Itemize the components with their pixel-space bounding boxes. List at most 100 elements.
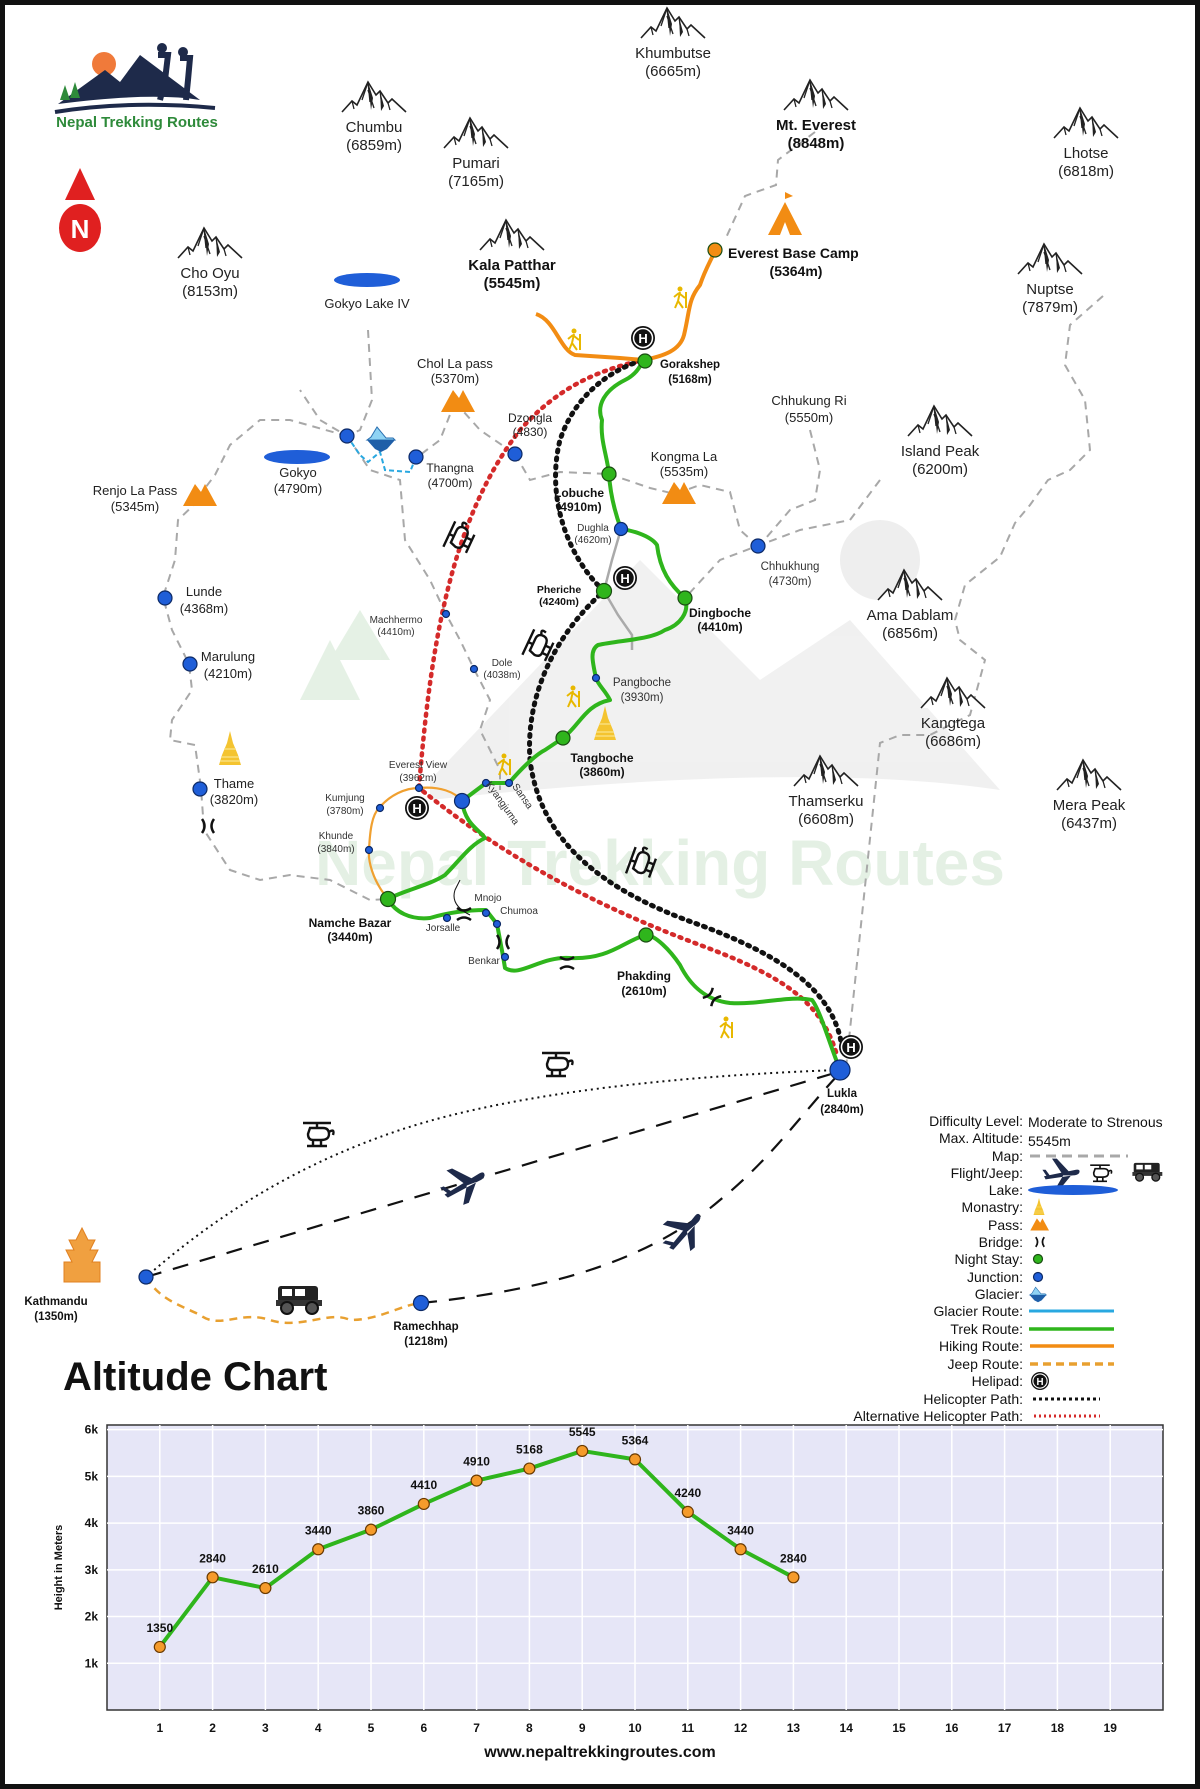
data-label: 2610 — [252, 1562, 279, 1576]
thame-marker[interactable] — [192, 781, 208, 797]
data-label: 5168 — [516, 1443, 543, 1457]
chhukhung-marker[interactable] — [750, 538, 766, 554]
junction-icon — [1032, 1271, 1044, 1283]
chhukhung-alt: (4730m) — [769, 576, 812, 588]
data-label: 3440 — [727, 1523, 754, 1537]
everest-view-alt: (3962m) — [399, 773, 436, 784]
dughla-marker[interactable] — [613, 521, 629, 537]
lukla-marker[interactable] — [829, 1059, 851, 1081]
data-point[interactable] — [470, 1474, 483, 1487]
peak-name: Ama Dablam — [867, 607, 954, 624]
peak: Island Peak(6200m) — [901, 405, 980, 478]
north-arrow: N — [59, 168, 101, 252]
dzongla-alt: (4830) — [513, 425, 548, 439]
peak-altitude: (6608m) — [798, 811, 854, 828]
peak-name: Cho Oyu — [180, 265, 239, 282]
x-tick-label: 16 — [945, 1721, 959, 1735]
data-point[interactable] — [734, 1543, 747, 1556]
everest-view-marker[interactable] — [414, 783, 424, 793]
peak: Nuptse(7879m) — [1017, 243, 1083, 316]
junction-marker[interactable] — [453, 792, 471, 810]
data-point[interactable] — [153, 1640, 166, 1654]
dingboche-alt: (4410m) — [697, 620, 742, 634]
data-label: 2840 — [199, 1551, 226, 1565]
peak: Mt. Everest(8848m) — [776, 79, 856, 152]
mnojo-marker[interactable] — [481, 908, 491, 918]
ebc-marker[interactable] — [707, 242, 723, 258]
tent-icon — [768, 192, 802, 235]
x-tick-label: 1 — [156, 1721, 163, 1735]
thangna-marker[interactable] — [408, 449, 424, 465]
gorakshep-marker[interactable] — [637, 353, 653, 369]
legend-row: Alternative Helicopter Path: — [853, 1408, 1100, 1424]
peak-name: Nuptse — [1026, 281, 1074, 298]
namche-marker[interactable] — [379, 890, 397, 908]
legend-label: Junction: — [967, 1269, 1023, 1285]
data-point[interactable] — [787, 1571, 800, 1584]
data-point[interactable] — [576, 1444, 589, 1458]
benkar-marker[interactable] — [500, 952, 510, 962]
tangboche-label: Tangboche — [570, 751, 633, 765]
khunde-marker[interactable] — [364, 845, 374, 855]
pangboche-alt: (3930m) — [621, 692, 664, 704]
data-point[interactable] — [681, 1505, 694, 1519]
peak: Mera Peak(6437m) — [1053, 759, 1126, 832]
data-label: 4240 — [674, 1486, 701, 1500]
helipad-icon — [612, 565, 638, 591]
x-tick-label: 13 — [787, 1721, 801, 1735]
data-point[interactable] — [206, 1571, 219, 1584]
tangboche-marker[interactable] — [555, 730, 571, 746]
legend-label: Map: — [992, 1148, 1023, 1164]
lunde-marker[interactable] — [157, 590, 173, 606]
chart-title: Altitude Chart — [63, 1355, 327, 1399]
phakding-marker[interactable] — [638, 927, 654, 943]
brand-name: Nepal Trekking Routes — [56, 114, 218, 131]
legend-row: Map: — [992, 1148, 1128, 1164]
places: Everest Base Camp (5364m) Gorakshep (516… — [24, 242, 864, 1348]
kumjung-marker[interactable] — [375, 803, 385, 813]
peak-altitude: (6437m) — [1061, 815, 1117, 832]
jorsalle-marker[interactable] — [442, 913, 452, 923]
data-point[interactable] — [364, 1523, 378, 1536]
chumoa-marker[interactable] — [492, 919, 502, 929]
dzongla-marker[interactable] — [507, 446, 523, 462]
legend-row: Trek Route: — [950, 1321, 1114, 1337]
kyangjuma-marker[interactable] — [481, 778, 491, 788]
helicopter-flight-path — [145, 1069, 839, 1278]
data-point[interactable] — [312, 1543, 325, 1556]
x-tick-label: 10 — [628, 1721, 642, 1735]
pangboche-marker[interactable] — [591, 673, 601, 683]
footer-url[interactable]: www.nepaltrekkingroutes.com — [483, 1744, 715, 1761]
kathmandu-marker[interactable] — [138, 1269, 154, 1285]
dingboche-marker[interactable] — [677, 590, 693, 606]
marulung-marker[interactable] — [182, 656, 198, 672]
dole-marker[interactable] — [469, 664, 479, 674]
legend-label: Pass: — [988, 1217, 1023, 1233]
data-point[interactable] — [259, 1581, 272, 1595]
gokyo-junction-marker[interactable] — [339, 428, 355, 444]
peak-alt: (5550m) — [785, 410, 833, 425]
helipad-icon — [630, 325, 656, 351]
watermark-text: Nepal Trekking Routes — [315, 827, 1005, 899]
thame-alt: (3820m) — [210, 792, 258, 807]
lukla-alt: (2840m) — [820, 1104, 864, 1116]
machhermo-marker[interactable] — [441, 609, 451, 619]
pheriche-marker[interactable] — [595, 582, 613, 600]
jeep-route — [144, 1276, 422, 1325]
ramechhap-marker[interactable] — [412, 1294, 430, 1312]
data-point[interactable] — [417, 1497, 430, 1511]
gorakshep-label: Gorakshep — [660, 359, 720, 371]
namche-alt: (3440m) — [327, 930, 372, 944]
machhermo-alt: (4410m) — [377, 627, 414, 638]
peak-name: Chumbu — [346, 119, 403, 136]
hiking-route-ebc — [642, 250, 717, 362]
data-point[interactable] — [523, 1462, 536, 1475]
data-label: 1350 — [146, 1621, 173, 1635]
peak: Kangtega(6686m) — [920, 677, 986, 750]
peak-altitude: (6665m) — [645, 63, 701, 80]
lake-gokyo-label: Gokyo — [279, 465, 317, 480]
lobuche-marker[interactable] — [601, 466, 617, 482]
sansa-marker[interactable] — [504, 778, 514, 788]
data-point[interactable] — [628, 1453, 642, 1466]
marulung-alt: (4210m) — [204, 666, 252, 681]
